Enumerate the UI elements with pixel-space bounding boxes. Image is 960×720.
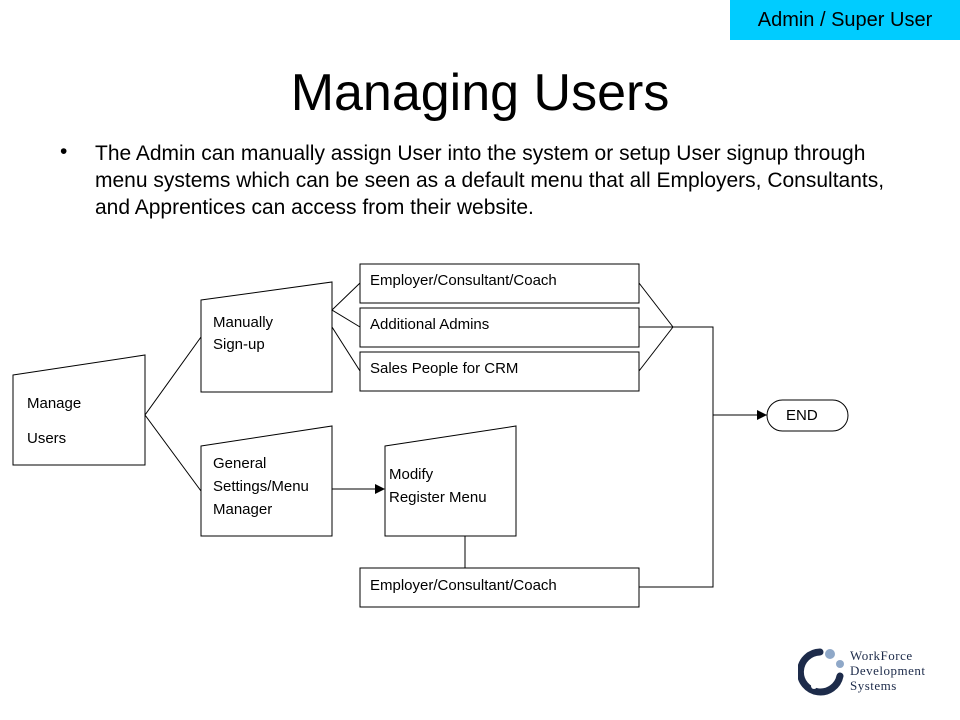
general-settings-label-3: Manager	[213, 501, 273, 518]
connector-merge-bot	[638, 326, 674, 372]
arrowhead-modify	[375, 484, 385, 494]
connector-merge-top	[638, 282, 674, 328]
general-settings-label: General	[213, 455, 267, 472]
company-logo: WorkForce Development Systems	[798, 646, 948, 696]
bullet-marker: •	[60, 140, 68, 163]
manually-signup-box	[200, 281, 333, 393]
connector-manage-fork	[144, 336, 202, 492]
connector-signup-sales	[331, 326, 361, 372]
employer-bottom-box	[359, 567, 640, 608]
additional-admins-label: Additional Admins	[370, 316, 490, 333]
general-settings-box	[200, 425, 333, 537]
modify-register-box	[384, 425, 517, 537]
employer-top-label: Employer/Consultant/Coach	[370, 272, 557, 289]
description-text: The Admin can manually assign User into …	[95, 142, 885, 219]
manage-users-label-2: Users	[27, 430, 67, 447]
logo-line-2: Development	[850, 663, 926, 678]
logo-line-1: WorkForce	[850, 648, 913, 663]
modify-register-label: Modify	[389, 466, 434, 483]
employer-top-box	[359, 263, 640, 304]
manually-signup-label-2: Sign-up	[213, 336, 265, 353]
sales-people-box	[359, 351, 640, 392]
workforce-logo-icon	[798, 648, 844, 696]
role-badge: Admin / Super User	[730, 0, 960, 40]
manage-users-box	[12, 354, 146, 466]
connector-to-end-top	[639, 326, 714, 588]
logo-line-3: Systems	[850, 678, 897, 693]
employer-bottom-label: Employer/Consultant/Coach	[370, 577, 557, 594]
sales-people-label: Sales People for CRM	[370, 360, 519, 377]
connector-signup-fork	[331, 282, 361, 328]
page-title: Managing Users	[290, 64, 670, 122]
manage-users-label: Manage	[27, 395, 82, 412]
manually-signup-label: Manually	[213, 314, 274, 331]
general-settings-label-2: Settings/Menu	[213, 478, 309, 495]
additional-admins-box	[359, 307, 640, 348]
arrowhead-end	[757, 410, 767, 420]
end-label: END	[786, 407, 818, 424]
modify-register-label-2: Register Menu	[389, 489, 487, 506]
